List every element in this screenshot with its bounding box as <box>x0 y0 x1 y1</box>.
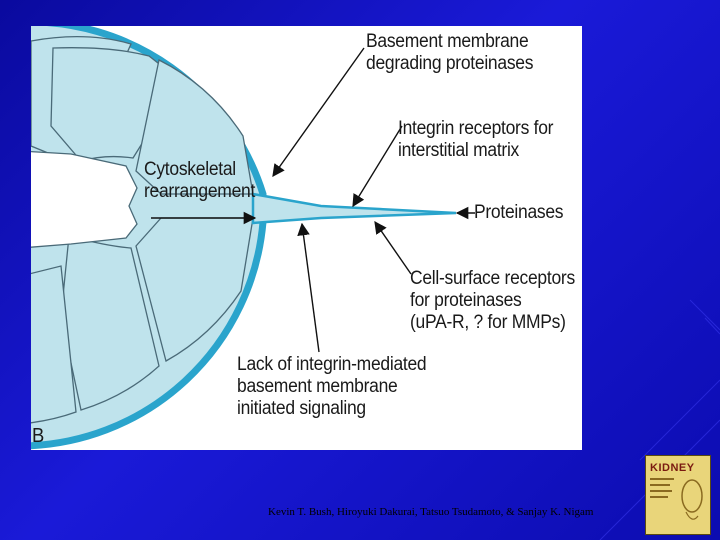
diagram-panel: Basement membrane degrading proteinases … <box>31 26 582 450</box>
arrow-basement-proteinases <box>272 47 365 178</box>
label-cell-surface-receptors: Cell-surface receptors for proteinases (… <box>410 268 575 333</box>
invasive-protrusion <box>251 192 457 225</box>
author-credit: Kevin T. Bush, Hiroyuki Dakurai, Tatsuo … <box>268 506 594 518</box>
label-cytoskeletal: Cytoskeletal rearrangement <box>144 159 256 202</box>
label-lack-integrin: Lack of integrin-mediated basement membr… <box>237 354 427 419</box>
epithelial-tubule-diagram <box>31 26 475 450</box>
book-cover-image: KIDNEY <box>645 455 711 535</box>
book-cover-art <box>650 478 703 520</box>
label-integrin-receptors: Integrin receptors for interstitial matr… <box>398 118 554 161</box>
label-proteinases: Proteinases <box>474 202 564 223</box>
arrow-lack-integrin <box>297 222 320 353</box>
label-basement-proteinases: Basement membrane degrading proteinases <box>366 31 534 74</box>
tubule-lumen <box>31 150 138 248</box>
epithelial-cells <box>31 36 254 424</box>
book-cover-title: KIDNEY <box>650 462 695 474</box>
arrow-integrin <box>352 125 403 208</box>
arrow-cell-surface <box>374 220 412 275</box>
panel-letter: B <box>32 425 45 447</box>
